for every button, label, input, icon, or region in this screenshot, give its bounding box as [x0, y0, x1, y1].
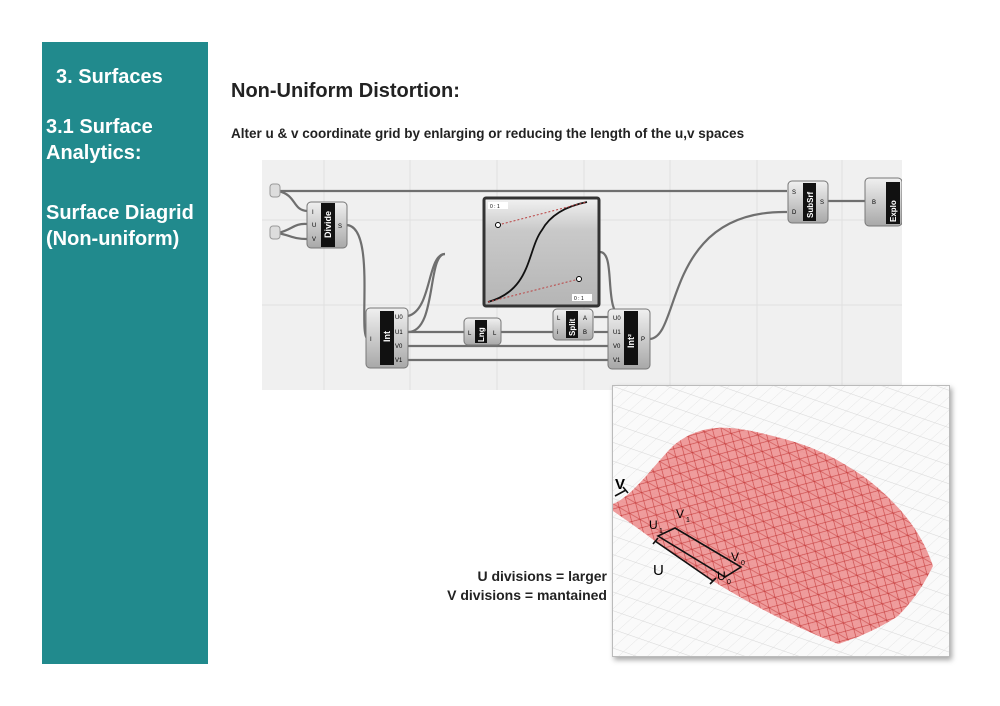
svg-text:U: U: [649, 518, 658, 532]
explode-component[interactable]: Explo B: [864, 177, 902, 227]
subsurface-component[interactable]: SubSrf S D S: [787, 180, 829, 224]
svg-text:L: L: [468, 331, 472, 337]
svg-text:D: D: [792, 210, 797, 216]
svg-text:V1: V1: [395, 358, 403, 364]
svg-text:S: S: [338, 224, 342, 230]
svg-text:V1: V1: [613, 358, 621, 364]
svg-text:S: S: [820, 200, 824, 206]
svg-text:P: P: [641, 337, 645, 343]
svg-text:0: 0: [741, 560, 745, 567]
svg-text:V0: V0: [395, 344, 403, 350]
svg-text:V0: V0: [613, 344, 621, 350]
svg-text:Split: Split: [568, 318, 577, 336]
graph-mapper-component[interactable]: 0 : 1 0 : 1: [482, 196, 601, 308]
svg-text:U0: U0: [613, 316, 621, 322]
svg-text:SubSrf: SubSrf: [806, 191, 815, 218]
caption-v-divisions: V divisions = mantained: [447, 587, 607, 603]
svg-text:U1: U1: [613, 330, 621, 336]
caption-u-divisions: U divisions = larger: [477, 568, 607, 584]
svg-text:0 : 1: 0 : 1: [574, 296, 584, 302]
length-component[interactable]: Lng L L: [463, 317, 502, 346]
svg-text:Int: Int: [382, 331, 392, 342]
svg-text:S: S: [792, 190, 796, 196]
curve-handle[interactable]: [576, 276, 582, 282]
svg-text:Explo: Explo: [889, 200, 898, 222]
svg-text:I: I: [312, 210, 314, 216]
sidebar: 3. Surfaces 3.1 Surface Analytics: Surfa…: [42, 42, 208, 664]
page-title: Non-Uniform Distortion:: [231, 80, 460, 102]
page-subtitle: Alter u & v coordinate grid by enlarging…: [231, 126, 745, 141]
svg-text:U1: U1: [395, 330, 403, 336]
svg-text:L: L: [493, 331, 497, 337]
svg-text:A: A: [583, 316, 587, 322]
svg-text:L: L: [557, 316, 561, 322]
surface-mesh: [613, 427, 933, 644]
svg-text:I: I: [370, 337, 372, 343]
divide-component[interactable]: Divide I U V S: [306, 201, 348, 249]
svg-text:1: 1: [659, 528, 663, 535]
count-param[interactable]: [269, 225, 281, 240]
svg-text:B: B: [872, 200, 876, 206]
interval-component[interactable]: Int I U0 U1 V0 V1: [365, 307, 409, 369]
svg-text:Divide: Divide: [323, 211, 333, 238]
svg-text:U: U: [312, 223, 316, 229]
svg-text:U: U: [717, 569, 726, 583]
svg-text:i: i: [557, 330, 558, 336]
uv-annotation: [614, 486, 743, 585]
grasshopper-definition: Divide I U V S 0 : 1 0 : 1 Int I U0 U1 V…: [262, 160, 902, 390]
svg-text:V: V: [731, 550, 739, 564]
svg-text:B: B: [583, 330, 587, 336]
split-component[interactable]: Split L i A B: [552, 308, 594, 341]
svg-text:V: V: [676, 507, 684, 521]
svg-text:U: U: [653, 562, 664, 579]
svg-text:U0: U0: [395, 315, 403, 321]
interval2-component[interactable]: Int² U0 U1 V0 V1 P: [607, 308, 651, 370]
topic-title-2: (Non-uniform): [46, 228, 180, 250]
svg-text:Lng: Lng: [477, 327, 486, 342]
svg-text:V: V: [312, 237, 316, 243]
section-title: 3. Surfaces: [56, 66, 163, 88]
surface-param[interactable]: [269, 183, 281, 198]
svg-text:1: 1: [686, 517, 690, 524]
svg-text:0: 0: [727, 579, 731, 586]
mapping-curve: [487, 201, 588, 303]
subsection-title-2: Analytics:: [46, 142, 142, 164]
topic-title-1: Surface Diagrid: [46, 202, 194, 224]
curve-handle[interactable]: [495, 222, 501, 228]
svg-text:0 : 1: 0 : 1: [490, 204, 500, 210]
svg-text:V: V: [615, 476, 625, 493]
subsection-title-1: 3.1 Surface: [46, 116, 153, 138]
svg-text:Int²: Int²: [626, 334, 636, 348]
